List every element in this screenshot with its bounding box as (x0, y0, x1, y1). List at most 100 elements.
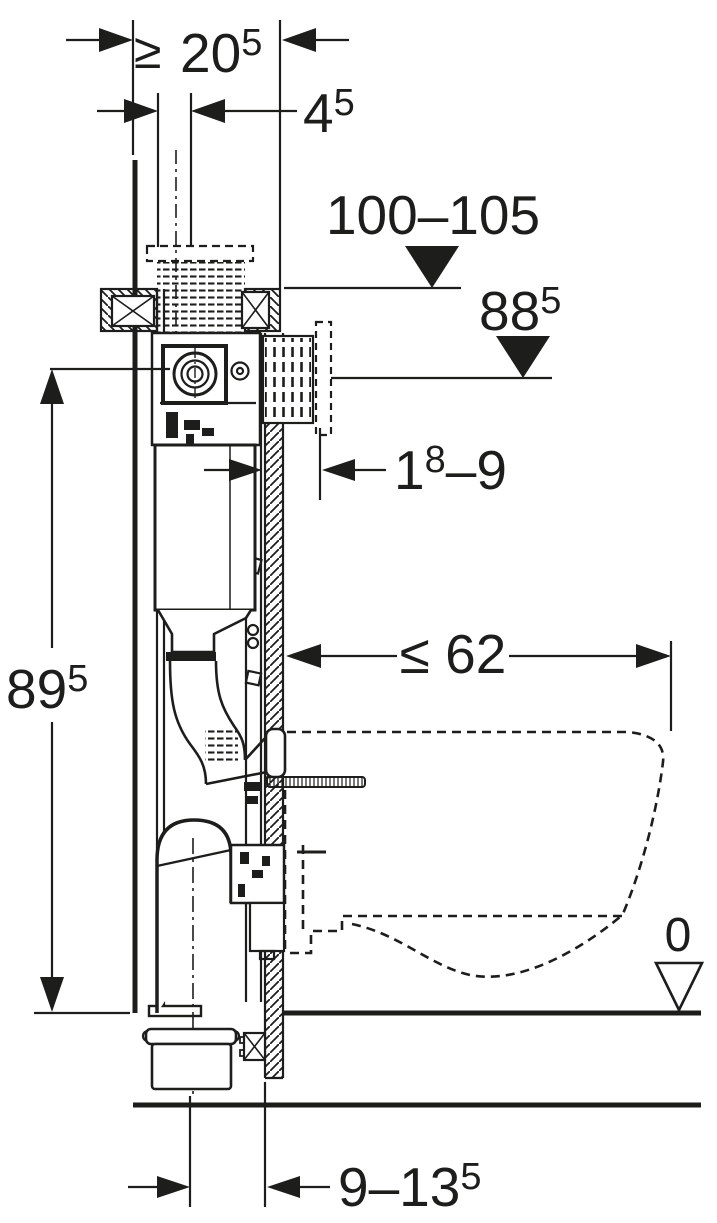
level-triangle-filled (405, 246, 459, 288)
cistern-outlet-seal (166, 652, 216, 661)
rail-anchor-profile-right (240, 290, 271, 330)
dim-label: 18–9 (394, 439, 507, 501)
socket-body (150, 1042, 233, 1091)
anchor-brace (241, 291, 270, 329)
connector-edge (244, 735, 268, 761)
mechanism-block (184, 420, 200, 430)
dim-superscript: 5 (241, 22, 262, 64)
flush-pipe (168, 660, 268, 786)
supply-connection-mid (180, 359, 210, 389)
rail-fastener (246, 623, 260, 637)
arrowhead-right (157, 1176, 190, 1198)
level-label: 885 (479, 280, 561, 342)
dim-wall-lining-thickness: 18–9 (204, 428, 507, 501)
level-triangle-open (653, 961, 705, 1013)
dim-value: –9 (446, 439, 507, 501)
arrowhead-right (229, 459, 262, 481)
socket-rim (144, 1027, 238, 1046)
arrowhead-left (286, 644, 321, 668)
drawing-root: ≥ 205 45 (6, 20, 705, 1218)
dim-supply-pipe-offset: 45 (97, 82, 355, 247)
dim-superscript: 5 (334, 82, 355, 124)
dim-value: 89 (6, 658, 67, 720)
valve-screw-inner (235, 366, 245, 376)
flush-plate-dashed (314, 320, 333, 437)
dim-inlet-valve-height: 895 (6, 367, 170, 1015)
level-triangle-filled (496, 336, 550, 378)
flush-pipe-corrugation (205, 730, 238, 762)
dim-max-bowl-depth: ≤ 62 (286, 623, 673, 731)
fill-valve-assembly (150, 331, 262, 447)
rail-foot-plate (147, 1004, 203, 1018)
dim-value: 1 (394, 439, 425, 501)
fitting-foot (258, 949, 276, 961)
fitting-detail (238, 884, 245, 897)
dim-superscript: 5 (460, 1156, 481, 1198)
actuator-plate-zone (261, 320, 333, 437)
dim-superscript: 8 (425, 439, 446, 481)
level-label: 0 (665, 909, 692, 962)
bowl-top-profile (287, 730, 665, 917)
level-marker-element-top: 100–105 (284, 184, 540, 290)
cistern-base-taper (156, 609, 253, 654)
supply-connection-inner (186, 365, 204, 383)
dim-label: 45 (303, 82, 355, 144)
arrowhead-right (99, 28, 133, 52)
front-wall-lining (263, 333, 285, 1080)
dim-label: ≥ (134, 23, 161, 79)
fitting-detail (252, 870, 263, 878)
dim-superscript: 5 (67, 658, 88, 700)
dim-superscript: 5 (540, 280, 561, 322)
rail-anchor-profile-left (110, 294, 156, 328)
bowl-underside (286, 914, 622, 955)
mechanism-block (166, 412, 178, 438)
dim-min-installation-depth: ≥ 205 (66, 20, 349, 288)
arrowhead-left (322, 459, 355, 481)
arrowhead-left (191, 99, 225, 123)
dim-label: 895 (6, 658, 88, 720)
connector-edge (205, 770, 268, 786)
anchor-brace (111, 295, 155, 327)
dim-label: ≤ 62 (400, 623, 507, 685)
dim-value: 88 (479, 280, 540, 342)
dim-label: 205 (180, 22, 262, 84)
dim-value: 20 (180, 22, 241, 84)
fitting-detail (262, 856, 270, 866)
flush-pipe-right-edge (214, 660, 247, 761)
rail-fastener (246, 636, 260, 650)
bottom-wall-anchor (239, 1031, 267, 1062)
ceiling-fixing-dashed-box (145, 244, 255, 263)
fitting-detail (240, 852, 249, 864)
dim-value: 9–13 (338, 1156, 460, 1218)
drain-elbow (155, 818, 233, 1013)
rail-clip (244, 669, 263, 687)
level-marker-actuator: 885 (331, 280, 561, 380)
drain-socket (141, 1027, 241, 1091)
flush-pipe-left-edge (168, 660, 208, 785)
wc-bowl-outline (283, 730, 665, 978)
arrowhead-up (40, 369, 64, 404)
dim-outlet-wall-distance: 9–135 (128, 1082, 482, 1218)
dim-label: 9–135 (338, 1156, 482, 1218)
mechanism-block (202, 428, 214, 436)
arrowhead-left (282, 28, 316, 52)
level-marker-floor: 0 (653, 909, 705, 1013)
elbow-joint-line (156, 848, 232, 868)
anchor-brace (243, 1032, 266, 1061)
flush-pipe-wall-stub (264, 727, 287, 779)
cistern (153, 443, 257, 661)
arrowhead-down (40, 977, 64, 1012)
mechanism-block (186, 434, 194, 445)
detail-block (246, 796, 258, 804)
fitting-lower-guide (248, 901, 286, 953)
valve-screw-outer (230, 361, 250, 381)
bowl-bottom-curve (351, 915, 621, 978)
top-mounting-assembly (99, 150, 282, 347)
wc-outlet-fitting (229, 843, 286, 961)
arrowhead-left (267, 1176, 300, 1198)
dim-value: 4 (303, 82, 334, 144)
arrowhead-right (124, 99, 158, 123)
protection-box-pattern (265, 338, 311, 421)
